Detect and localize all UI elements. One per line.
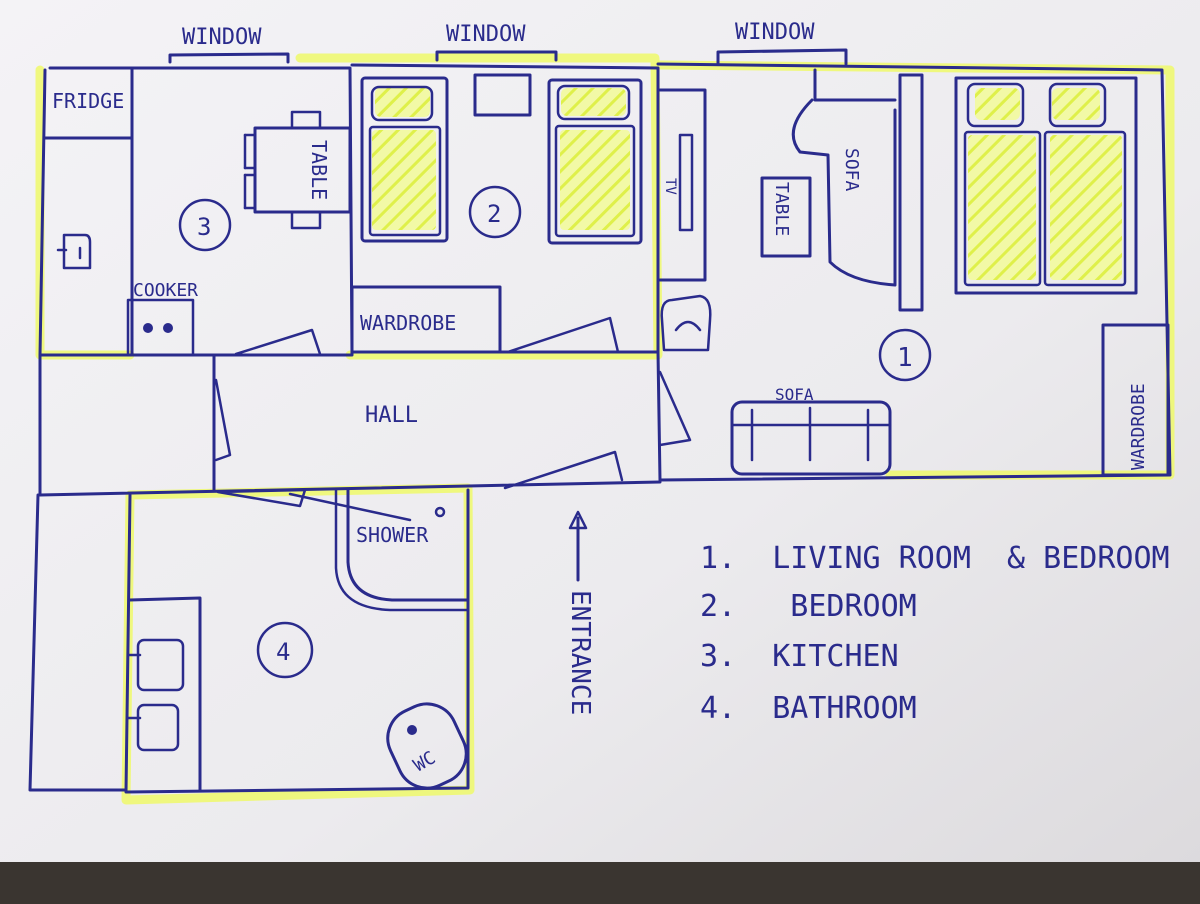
- window-label-living: WINDOW: [735, 20, 815, 45]
- living-table-label: TABLE: [771, 182, 792, 236]
- entrance-arrow: [568, 510, 588, 582]
- room-legend: 1. LIVING ROOM & BEDROOM 2. BEDROOM 3. K…: [700, 541, 1170, 726]
- doors: [214, 316, 692, 522]
- legend-item-3: 3. KITCHEN: [700, 639, 899, 674]
- shower-label: SHOWER: [356, 523, 429, 547]
- living-furniture: [658, 68, 1170, 477]
- windows: [168, 48, 848, 66]
- room-number-1: 1: [897, 343, 913, 373]
- room-number-2: 2: [487, 200, 501, 228]
- hatched-bedding: [372, 87, 1122, 280]
- living-wardrobe-label: WARDROBE: [1128, 383, 1149, 470]
- entrance-label: ENTRANCE: [565, 590, 595, 715]
- tv-label: TV: [662, 178, 678, 195]
- room-number-3: 3: [197, 213, 211, 241]
- kitchen-table-label: TABLE: [307, 140, 331, 200]
- living-sofa-bottom-label: SOFA: [775, 385, 814, 404]
- bedroom-wardrobe-label: WARDROBE: [360, 311, 456, 335]
- room-number-4: 4: [276, 638, 290, 666]
- fridge-label: FRIDGE: [52, 89, 124, 113]
- legend-item-1: 1. LIVING ROOM & BEDROOM: [700, 541, 1170, 576]
- walls: [28, 62, 1172, 794]
- bathroom-fixtures: [126, 506, 468, 792]
- bedroom-furniture: [350, 73, 643, 354]
- window-label-bedroom: WINDOW: [446, 22, 526, 47]
- kitchen-furniture: [56, 110, 352, 357]
- hall-label: HALL: [365, 403, 418, 428]
- window-label-kitchen: WINDOW: [182, 25, 262, 50]
- room-number-circles: [178, 185, 932, 679]
- legend-item-4: 4. BATHROOM: [700, 691, 917, 726]
- table-surface: [0, 862, 1200, 900]
- living-sofa-top-label: SOFA: [841, 148, 862, 192]
- cooker-label: COOKER: [133, 280, 198, 301]
- legend-item-2: 2. BEDROOM: [700, 589, 917, 624]
